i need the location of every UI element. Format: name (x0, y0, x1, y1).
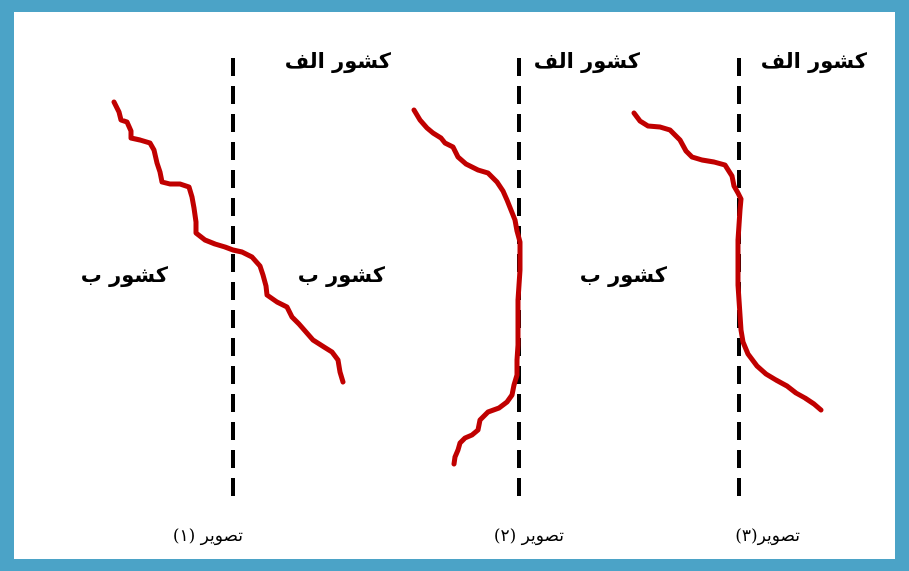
caption-figure-3: تصویر(۳) (735, 526, 800, 546)
label-country-b-3: کشور ب (580, 263, 668, 287)
label-country-a-1: کشور الف (285, 49, 392, 73)
caption-figure-1: تصویر (۱) (173, 526, 243, 546)
wavy-border-3 (631, 110, 824, 413)
inner-frame (12, 10, 897, 561)
label-country-b-2: کشور ب (298, 263, 386, 287)
wavy-border-1 (111, 99, 346, 385)
label-country-b-1: کشور ب (81, 263, 169, 287)
label-country-a-2: کشور الف (534, 49, 641, 73)
caption-figure-2: تصویر (۲) (494, 526, 564, 546)
label-country-a-3: کشور الف (761, 49, 868, 73)
wavy-border-2 (411, 107, 523, 467)
